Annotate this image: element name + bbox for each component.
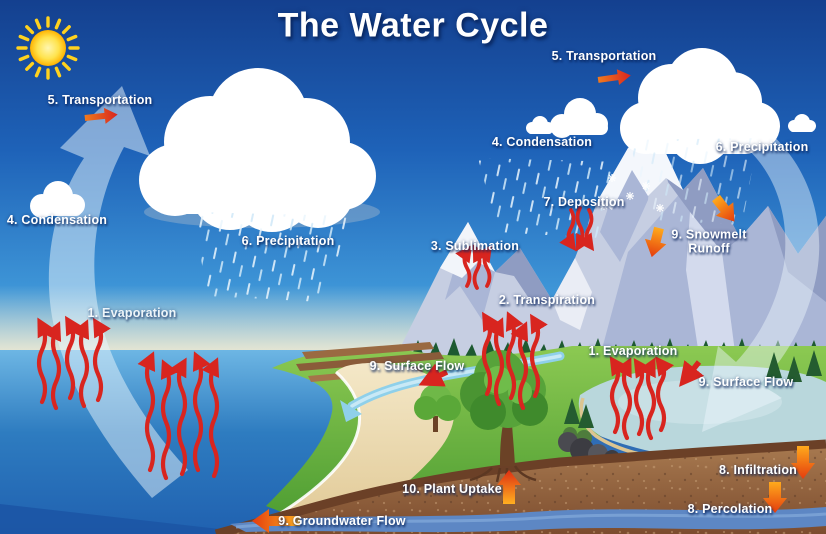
percolation-arrow xyxy=(763,482,787,513)
groundwater-flow-arrow xyxy=(252,509,300,533)
rising-air-arrow xyxy=(48,86,189,498)
cloud-tiny-right xyxy=(788,114,816,132)
conifer-trees xyxy=(564,350,822,428)
deposition-arrows xyxy=(559,206,595,252)
ocean-deep-band xyxy=(0,504,228,534)
evaporation-arrows-lake xyxy=(609,355,675,441)
evaporation-arrows-ocean xyxy=(36,315,220,481)
cloud-left-small xyxy=(30,181,85,218)
transpiration-arrows xyxy=(481,311,548,411)
transportation-arrow-left xyxy=(84,107,118,124)
snowmelt-arrow-upper xyxy=(712,194,735,222)
sublimation-arrows xyxy=(455,244,493,290)
plant-uptake-arrow xyxy=(497,470,521,504)
small-tree xyxy=(414,384,461,432)
cloud-right-medium xyxy=(550,98,608,138)
diagram-title: The Water Cycle xyxy=(277,6,549,45)
transportation-arrow-right xyxy=(597,69,631,86)
surface-flow-arrow-right xyxy=(679,360,705,387)
rain-left xyxy=(192,212,352,302)
descending-air-arrow xyxy=(702,122,820,432)
groundwater-channel xyxy=(230,507,826,533)
snowmelt-arrow-lower xyxy=(644,226,667,258)
cloud-tiny-left xyxy=(526,116,554,134)
cloud-left-large xyxy=(139,68,380,232)
sun-icon xyxy=(16,16,80,80)
surface-flow-arrow-left xyxy=(418,363,449,387)
infiltration-arrow xyxy=(791,446,815,479)
